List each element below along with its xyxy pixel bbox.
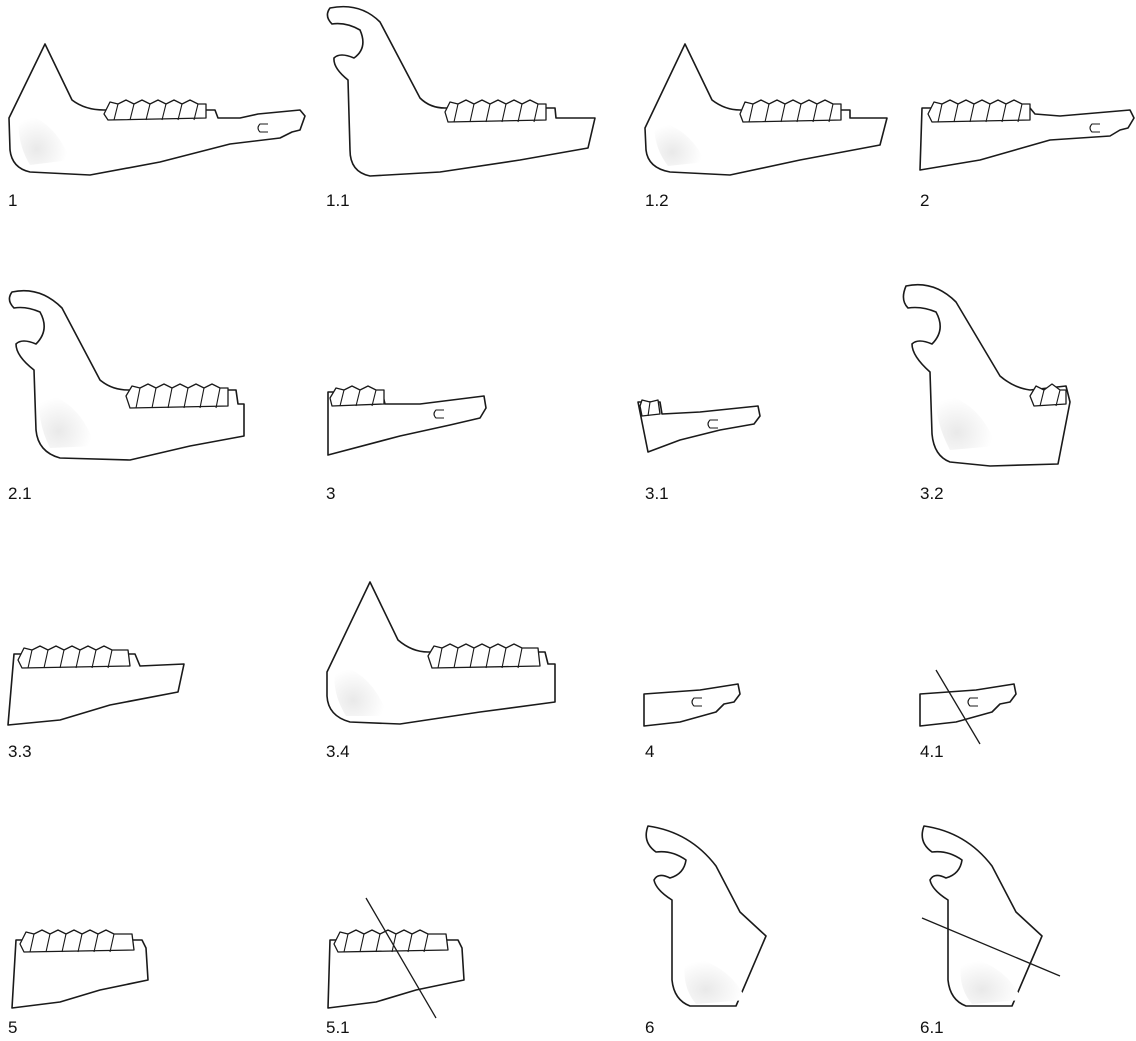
mandible-figure-3: [328, 386, 486, 455]
figure-label: 4: [645, 742, 654, 762]
figure-label: 6: [645, 1018, 654, 1038]
mandible-figure-6: [646, 826, 766, 1006]
mandible-figure-3-2: [903, 285, 1070, 466]
figure-label: 3.3: [8, 742, 32, 762]
figure-label: 3.4: [326, 742, 350, 762]
mandible-figure-4-1: [920, 670, 1016, 744]
mandible-figure-1: [9, 44, 305, 175]
mandible-figure-2-1: [9, 291, 244, 460]
mandible-figure-1-2: [645, 44, 887, 175]
figure-label: 3.2: [920, 484, 944, 504]
figure-label: 1.1: [326, 191, 350, 211]
figure-label: 1.2: [645, 191, 669, 211]
mandible-figure-4: [644, 684, 740, 726]
figure-label: 3: [326, 484, 335, 504]
mandible-figure-3-3: [8, 646, 184, 725]
figure-label: 5.1: [326, 1018, 350, 1038]
mandible-figure-1-1: [327, 7, 595, 176]
mandible-figure-3-1: [638, 400, 760, 452]
mandible-figure-3-4: [327, 582, 555, 724]
figure-label: 6.1: [920, 1018, 944, 1038]
figure-label: 2.1: [8, 484, 32, 504]
mandible-figure-6-1: [922, 826, 1060, 1006]
figure-label: 5: [8, 1018, 17, 1038]
figure-label: 1: [8, 191, 17, 211]
figure-label: 2: [920, 191, 929, 211]
figure-label: 4.1: [920, 742, 944, 762]
mandible-figure-5: [12, 930, 148, 1008]
mandible-figure-2: [920, 100, 1134, 170]
mandible-figure-5-1: [328, 898, 464, 1018]
figure-label: 3.1: [645, 484, 669, 504]
